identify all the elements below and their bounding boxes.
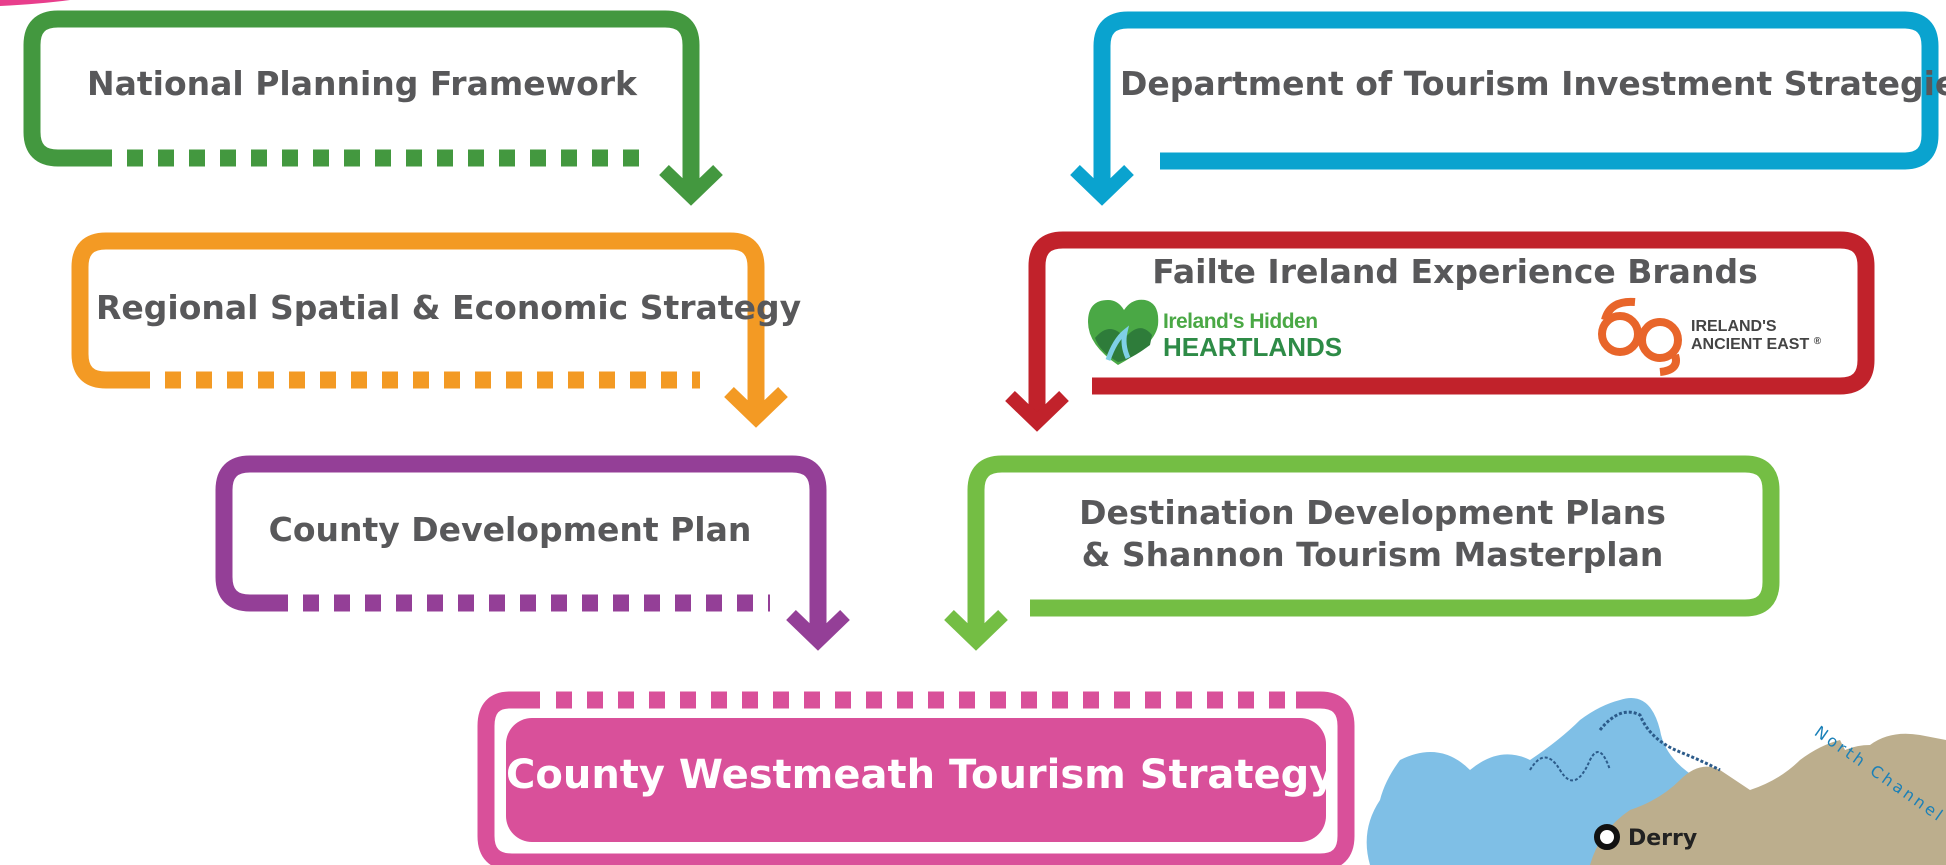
ancient-east-line1: IRELAND'S: [1691, 318, 1777, 335]
destination-plans-line2: & Shannon Tourism Masterplan: [1081, 535, 1664, 574]
map-graphic: [1366, 698, 1946, 865]
failte-frame: [1028, 231, 1875, 420]
destination-plans-line1: Destination Development Plans: [1079, 493, 1666, 532]
department-arrow: [1070, 164, 1134, 206]
westmeath-tourism-strategy-label: County Westmeath Tourism Strategy: [506, 752, 1336, 798]
regional-arrow: [724, 386, 788, 428]
map-city-label: Derry: [1628, 826, 1698, 851]
failte-arrow: [1005, 390, 1069, 432]
heart-landscape-icon: [1088, 299, 1159, 365]
target-fill: [506, 718, 1326, 842]
regional-frame: [71, 232, 765, 416]
destination-frame: [967, 455, 1780, 640]
county-arrow: [786, 609, 850, 651]
regional-strategy-label: Regional Spatial & Economic Strategy: [96, 288, 802, 327]
ancient-east-line2-text: ANCIENT EAST: [1691, 336, 1810, 353]
corner-accent: [0, 0, 70, 6]
map-coast-2: [1529, 751, 1611, 782]
national-arrow: [659, 164, 723, 206]
county-development-plan-label: County Development Plan: [268, 510, 752, 549]
target-frame: [477, 691, 1355, 865]
hidden-heartlands-line1: Ireland's Hidden: [1163, 310, 1318, 333]
county-frame: [215, 455, 827, 640]
department-frame: [1093, 11, 1939, 196]
hidden-heartlands-line2: HEARTLANDS: [1163, 332, 1343, 362]
national-planning-framework-label: National Planning Framework: [87, 64, 637, 103]
national-frame: [23, 10, 700, 195]
destination-arrow: [944, 609, 1008, 651]
swirl-icon: [1598, 297, 1682, 376]
department-tourism-label: Department of Tourism Investment Strateg…: [1120, 64, 1946, 103]
registered-mark: ®: [1813, 336, 1822, 347]
failte-brands-label: Failte Ireland Experience Brands: [1152, 252, 1758, 291]
ancient-east-line2: ANCIENT EAST ®: [1691, 336, 1821, 354]
map-land-right: [1820, 733, 1946, 865]
map-coast: [1598, 710, 1721, 772]
map-city-marker: [1594, 824, 1620, 850]
